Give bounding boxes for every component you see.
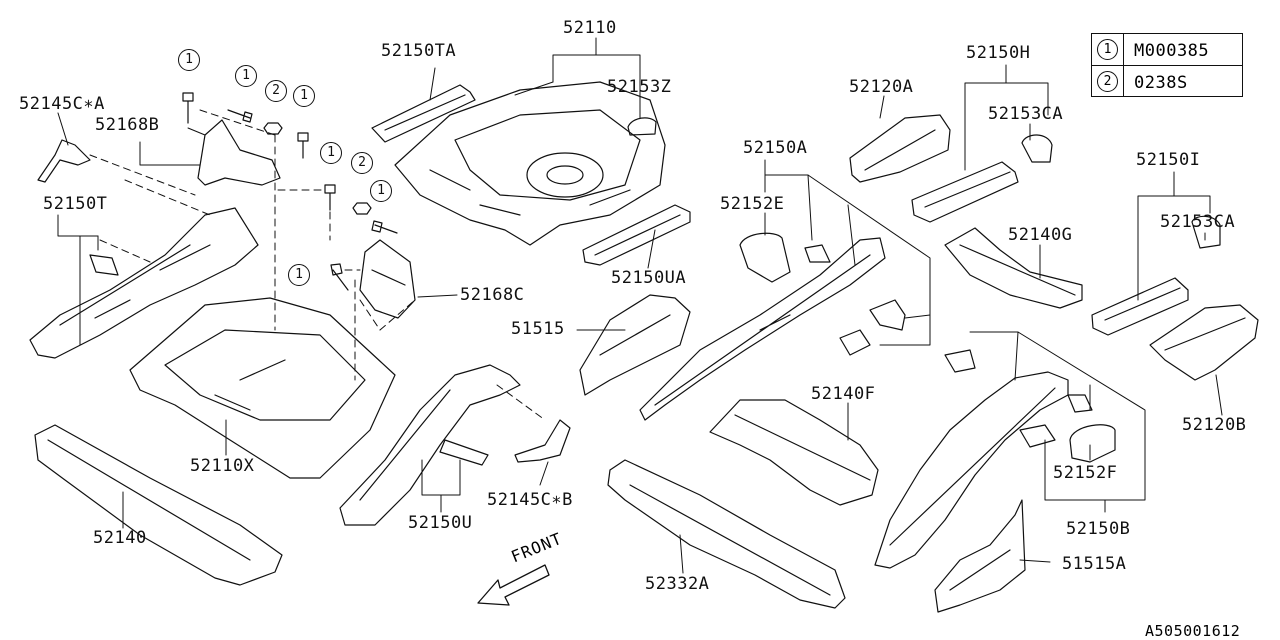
part-label-52332a: 52332A — [645, 574, 710, 594]
part-label-52168b: 52168B — [95, 115, 160, 135]
part-label-52140f: 52140F — [811, 384, 876, 404]
bracket-cb-shape — [514, 419, 571, 463]
rear-side-member-a-shape — [639, 237, 886, 421]
rear-floor-crossmember-a-shape — [371, 84, 476, 143]
front-sill-shape — [34, 424, 283, 586]
part-label-52150h: 52150H — [966, 43, 1031, 63]
part-label-52150t: 52150T — [43, 194, 108, 214]
part-label-52120a: 52120A — [849, 77, 914, 97]
panel-51515-shape — [579, 294, 691, 396]
bolt-shape — [227, 109, 253, 123]
tunnel-reinforcement-shape — [607, 459, 846, 609]
part-label-52110: 52110 — [563, 18, 617, 38]
part-label-52120b: 52120B — [1182, 415, 1247, 435]
nut-shape — [352, 202, 372, 215]
part-label-52150u: 52150U — [408, 513, 473, 533]
bracket-z-shape — [627, 117, 657, 136]
bolt-shape — [324, 184, 336, 211]
wheelhouse-f-shape — [709, 399, 879, 506]
crossmember-h-shape — [911, 161, 1019, 223]
small-bracket-a3-shape — [839, 329, 871, 356]
front-floor-pan-shape — [129, 297, 396, 479]
bolt-shape — [371, 220, 398, 234]
small-bracket-a1-shape — [804, 244, 831, 263]
legend-code: M000385 — [1134, 41, 1210, 61]
part-label-52150i: 52150I — [1136, 150, 1201, 170]
callout-number: 1 — [288, 264, 310, 286]
part-label-52150ua: 52150UA — [611, 268, 687, 288]
small-plate-shape — [439, 439, 489, 466]
part-outlines — [29, 81, 1259, 613]
legend-number: 2 — [1097, 71, 1118, 92]
wheelhouse-g-shape — [944, 227, 1083, 309]
part-label-51515a: 51515A — [1062, 554, 1127, 574]
figure-id: A505001612 — [1145, 622, 1241, 640]
legend-code: 0238S — [1134, 73, 1188, 93]
part-label-52145c-a: 52145C∗A — [19, 94, 105, 114]
bracket-52152E-shape — [739, 232, 791, 283]
part-label-52145c-b: 52145C∗B — [487, 490, 573, 510]
rear-side-member-t-shape — [29, 207, 259, 359]
legend-row: 2 0238S — [1092, 65, 1242, 97]
crossmember-ua-shape — [582, 204, 691, 266]
callout-number: 1 — [178, 49, 200, 71]
rear-floor-pan-shape — [394, 81, 666, 246]
part-label-52153ca-1: 52153CA — [988, 104, 1064, 124]
callout-number: 1 — [370, 180, 392, 202]
legend-number: 1 — [1097, 39, 1118, 60]
small-bracket-b1-shape — [944, 349, 976, 373]
part-label-52168c: 52168C — [460, 285, 525, 305]
part-label-52150ta: 52150TA — [381, 41, 457, 61]
part-label-52152e: 52152E — [720, 194, 785, 214]
bolt-shape — [297, 132, 309, 159]
callout-number: 1 — [320, 142, 342, 164]
callout-number: 1 — [235, 65, 257, 87]
part-label-52110x: 52110X — [190, 456, 255, 476]
small-bracket-b3-shape — [1067, 394, 1093, 413]
nut-shape — [263, 122, 283, 135]
bracket-ca-shape — [37, 139, 91, 183]
bracket-ca1-shape — [1021, 134, 1053, 163]
part-label-52153ca-2: 52153CA — [1160, 212, 1236, 232]
part-label-52150b: 52150B — [1066, 519, 1131, 539]
part-label-52150a: 52150A — [743, 138, 808, 158]
part-label-52152f: 52152F — [1053, 463, 1118, 483]
callout-number: 1 — [293, 85, 315, 107]
bolt-shape — [330, 263, 349, 291]
callout-number: 2 — [265, 80, 287, 102]
part-label-52153z: 52153Z — [607, 77, 672, 97]
bracket-c-shape — [359, 239, 416, 319]
front-arrow-icon — [477, 564, 550, 606]
part-label-51515: 51515 — [511, 319, 565, 339]
bracket-52152F-shape — [1069, 424, 1116, 463]
small-bracket-shape — [89, 254, 119, 276]
crossmember-i-shape — [1091, 277, 1189, 336]
rear-side-member-b-shape — [874, 371, 1069, 569]
floor-panel-b-shape — [1149, 304, 1259, 381]
fastener-legend: 1 M000385 2 0238S — [1091, 33, 1243, 97]
small-bracket-a2-shape — [869, 299, 906, 331]
bolt-shape — [182, 92, 194, 124]
callout-number: 2 — [351, 152, 373, 174]
part-label-52140: 52140 — [93, 528, 147, 548]
part-label-52140g: 52140G — [1008, 225, 1073, 245]
legend-row: 1 M000385 — [1092, 34, 1242, 65]
floor-panel-a-shape — [849, 114, 951, 183]
bracket-b-shape — [197, 119, 281, 186]
crossmember-u-shape — [339, 364, 521, 526]
small-bracket-b2-shape — [1019, 424, 1056, 448]
bracket-ca2-shape — [1191, 215, 1221, 249]
panel-51515A-shape — [934, 499, 1026, 613]
